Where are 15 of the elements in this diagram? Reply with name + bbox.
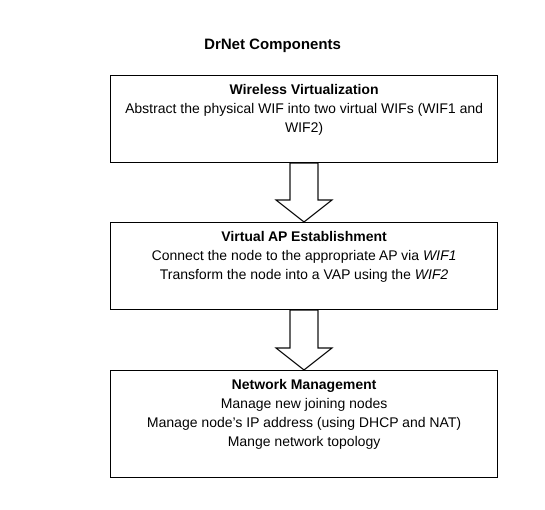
box-heading: Network Management (232, 375, 376, 394)
box-text: Transform the node into a VAP using the WIF2 (158, 265, 450, 284)
box-heading: Wireless Virtualization (230, 80, 378, 99)
box-text: Manage new joining nodes (220, 394, 388, 413)
box-text: Manage node’s IP address (using DHCP and NAT) (146, 413, 462, 432)
box-text: Connect the node to the appropriate AP via WIF1 (150, 246, 458, 265)
box-text: Abstract the physical WIF into two virtual WIFs (WIF1 and WIF2) (124, 99, 484, 137)
box-text: Mange network topology (226, 432, 382, 451)
box-heading: Virtual AP Establishment (221, 227, 387, 246)
diagram-title: DrNet Components (203, 36, 342, 53)
process-box (110, 370, 498, 478)
block-arrow (274, 162, 334, 223)
process-box (110, 222, 498, 310)
process-box (110, 75, 498, 163)
block-arrow (274, 309, 334, 371)
